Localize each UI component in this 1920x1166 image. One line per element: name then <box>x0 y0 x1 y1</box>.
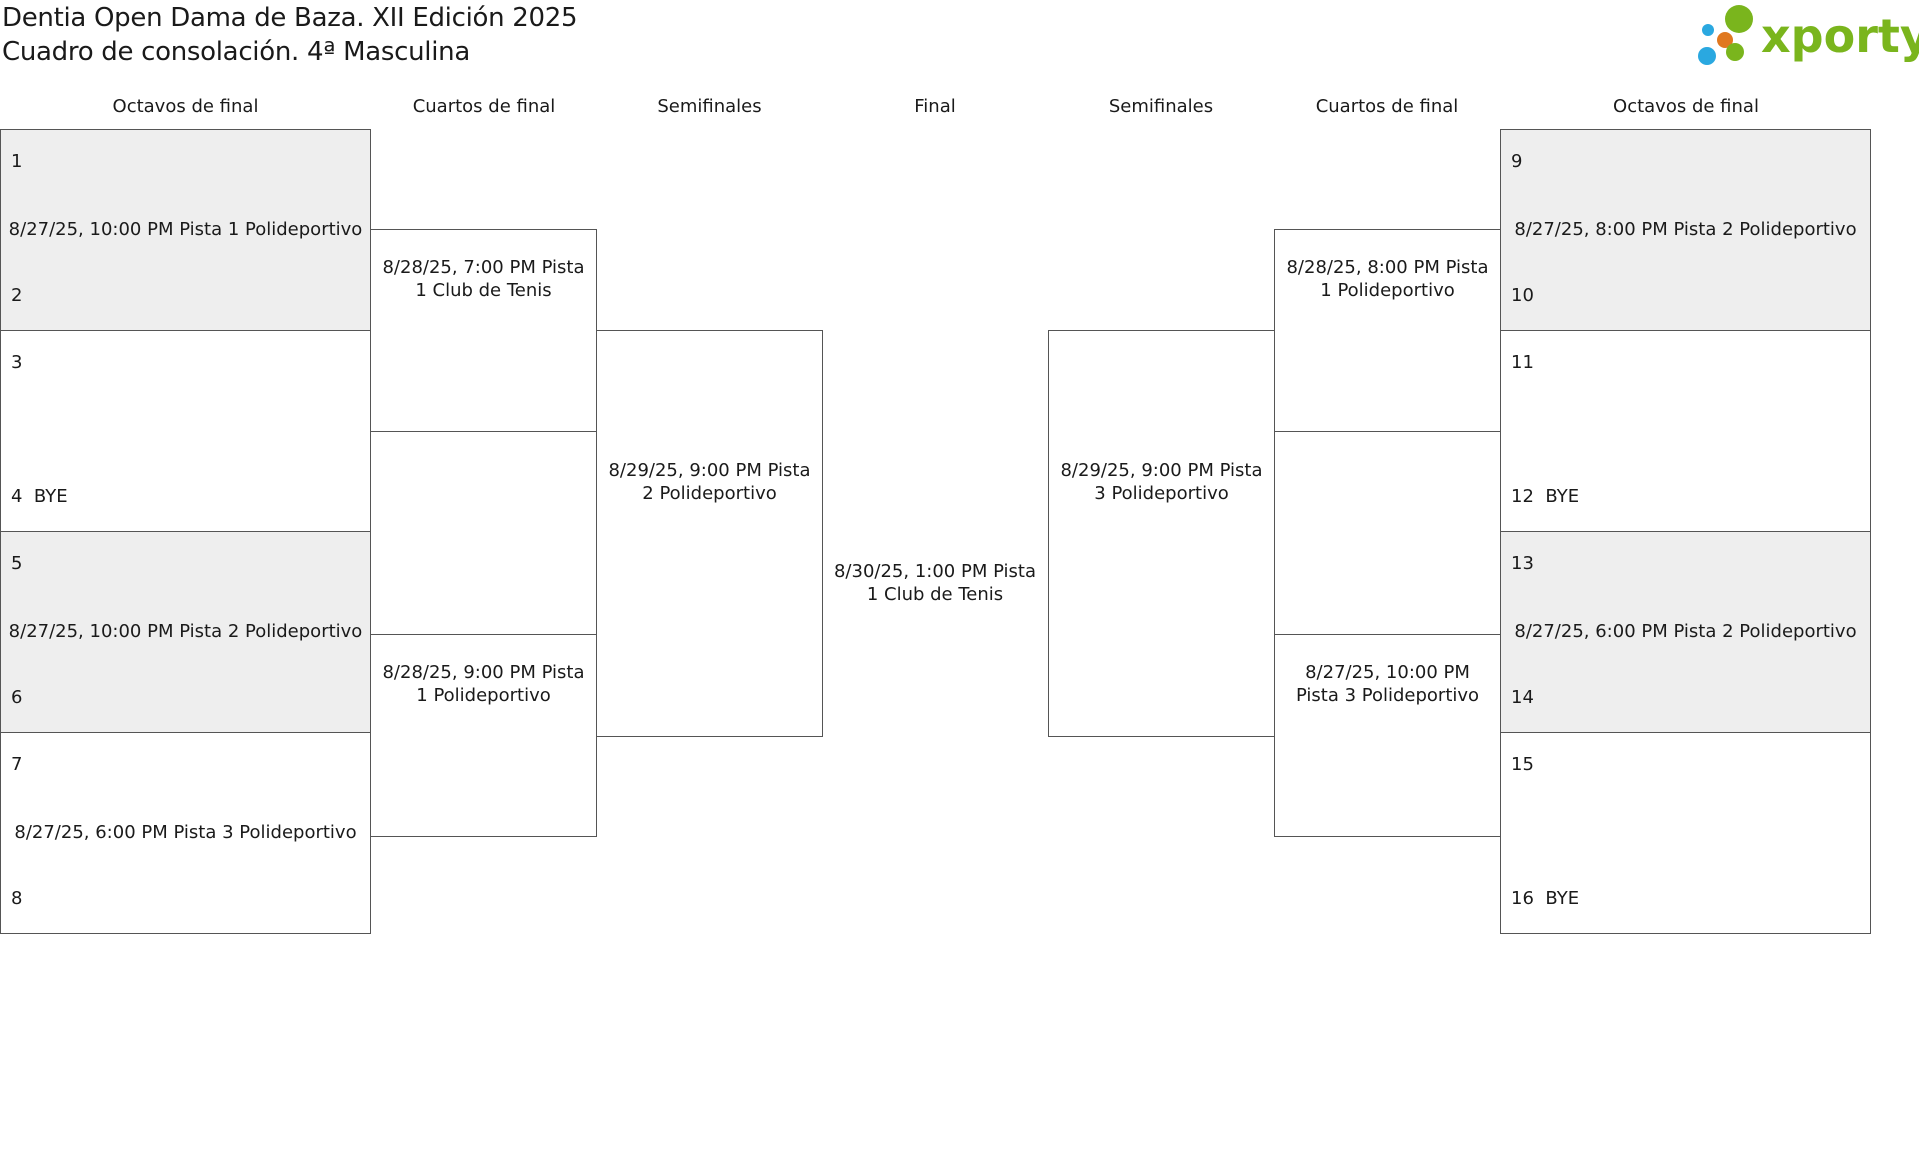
match-schedule: 8/27/25, 10:00 PM Pista 1 Polideportivo <box>8 219 363 240</box>
player-slot: 11 <box>1511 352 1534 373</box>
match-right-r16-4[interactable]: 15 16 BYE <box>1500 732 1871 934</box>
match-schedule: 8/27/25, 8:00 PM Pista 2 Polideportivo <box>1514 219 1857 240</box>
player-slot: 16 BYE <box>1511 888 1580 909</box>
match-left-sf[interactable]: 8/29/25, 9:00 PM Pista 2 Polideportivo <box>596 330 823 737</box>
match-left-r16-1[interactable]: 1 8/27/25, 10:00 PM Pista 1 Polideportiv… <box>0 129 371 331</box>
player-slot: 4 BYE <box>11 486 68 507</box>
match-schedule: 8/28/25, 7:00 PM Pista 1 Club de Tenis <box>382 257 585 301</box>
match-left-qf-1[interactable]: 8/28/25, 7:00 PM Pista 1 Club de Tenis <box>370 229 597 432</box>
logo-dot-green-small <box>1726 43 1744 61</box>
match-right-r16-1[interactable]: 9 8/27/25, 8:00 PM Pista 2 Polideportivo… <box>1500 129 1871 331</box>
match-right-r16-3[interactable]: 13 8/27/25, 6:00 PM Pista 2 Polideportiv… <box>1500 531 1871 733</box>
xporty-logo: xporty <box>1698 5 1919 65</box>
player-slot: 9 <box>1511 151 1523 172</box>
match-schedule: 8/29/25, 9:00 PM Pista 3 Polideportivo <box>1060 460 1263 504</box>
match-left-r16-4[interactable]: 7 8/27/25, 6:00 PM Pista 3 Polideportivo… <box>0 732 371 934</box>
final-schedule: 8/30/25, 1:00 PM Pista 1 Club de Tenis <box>833 561 1036 605</box>
match-right-qf-2[interactable]: 8/27/25, 10:00 PM Pista 3 Polideportivo <box>1274 634 1501 837</box>
round-header-right-sf: Semifinales <box>1108 96 1214 117</box>
match-schedule: 8/28/25, 8:00 PM Pista 1 Polideportivo <box>1286 257 1489 301</box>
match-right-qf-1[interactable]: 8/28/25, 8:00 PM Pista 1 Polideportivo <box>1274 229 1501 432</box>
player-slot: 10 <box>1511 285 1534 306</box>
player-slot: 3 <box>11 352 23 373</box>
logo-text: xporty <box>1761 9 1919 63</box>
player-slot: 6 <box>11 687 23 708</box>
player-slot: 14 <box>1511 687 1534 708</box>
match-left-qf-2[interactable]: 8/28/25, 9:00 PM Pista 1 Polideportivo <box>370 634 597 837</box>
match-right-r16-2[interactable]: 11 12 BYE <box>1500 330 1871 532</box>
player-slot: 12 BYE <box>1511 486 1580 507</box>
round-header-right-r16: Octavos de final <box>1613 96 1759 117</box>
match-right-sf[interactable]: 8/29/25, 9:00 PM Pista 3 Polideportivo <box>1048 330 1275 737</box>
player-slot: 8 <box>11 888 23 909</box>
match-schedule: 8/29/25, 9:00 PM Pista 2 Polideportivo <box>608 460 811 504</box>
match-left-r16-3[interactable]: 5 8/27/25, 10:00 PM Pista 2 Polideportiv… <box>0 531 371 733</box>
logo-dot-blue-small <box>1702 24 1714 36</box>
round-header-left-qf: Cuartos de final <box>412 96 556 117</box>
bracket-title: Dentia Open Dama de Baza. XII Edición 20… <box>2 3 578 33</box>
player-slot: 15 <box>1511 754 1534 775</box>
round-header-final: Final <box>914 96 956 117</box>
match-left-r16-2[interactable]: 3 4 BYE <box>0 330 371 532</box>
player-slot: 13 <box>1511 553 1534 574</box>
player-slot: 7 <box>11 754 23 775</box>
player-slot: 1 <box>11 151 23 172</box>
logo-dot-blue <box>1698 47 1716 65</box>
match-schedule: 8/27/25, 10:00 PM Pista 3 Polideportivo <box>1295 662 1480 706</box>
match-schedule: 8/27/25, 10:00 PM Pista 2 Polideportivo <box>8 621 363 642</box>
match-schedule: 8/27/25, 6:00 PM Pista 2 Polideportivo <box>1514 621 1857 642</box>
round-header-left-r16: Octavos de final <box>112 96 259 117</box>
player-slot: 2 <box>11 285 23 306</box>
round-header-left-sf: Semifinales <box>657 96 762 117</box>
logo-dot-orange <box>1717 32 1733 48</box>
round-header-right-qf: Cuartos de final <box>1315 96 1459 117</box>
bracket-subtitle: Cuadro de consolación. 4ª Masculina <box>2 37 470 67</box>
match-schedule: 8/27/25, 6:00 PM Pista 3 Polideportivo <box>14 822 357 843</box>
match-schedule: 8/28/25, 9:00 PM Pista 1 Polideportivo <box>382 662 585 706</box>
logo-dot-green <box>1725 5 1753 33</box>
player-slot: 5 <box>11 553 23 574</box>
